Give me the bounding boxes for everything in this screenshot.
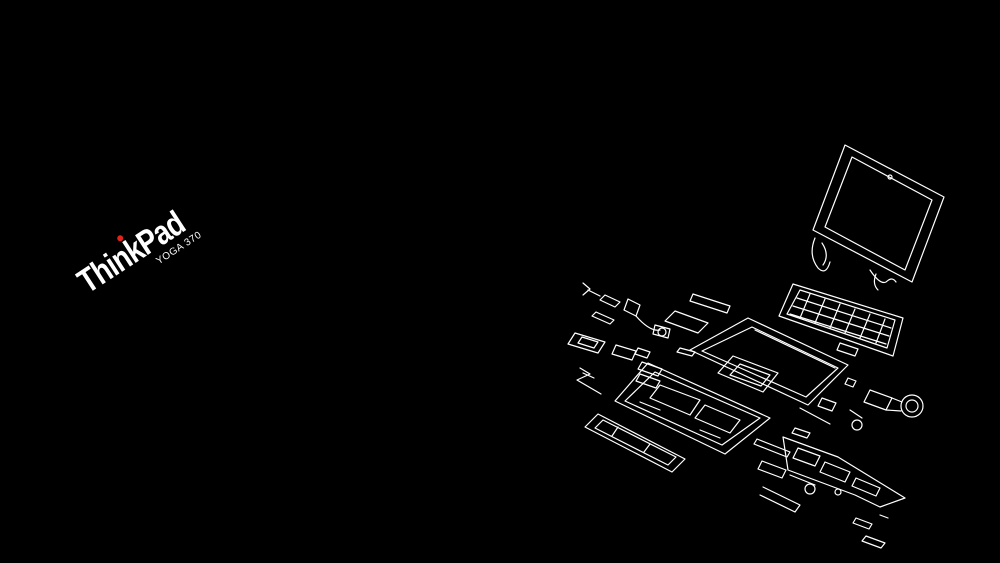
palmrest-top-case: [689, 317, 849, 406]
battery: [584, 413, 686, 473]
display-panel: [811, 144, 945, 291]
small-components-right: [753, 377, 924, 479]
bottom-base-cover: [614, 362, 771, 455]
small-components-left: [567, 282, 731, 395]
system-board: [759, 436, 906, 549]
keyboard: [778, 283, 904, 357]
